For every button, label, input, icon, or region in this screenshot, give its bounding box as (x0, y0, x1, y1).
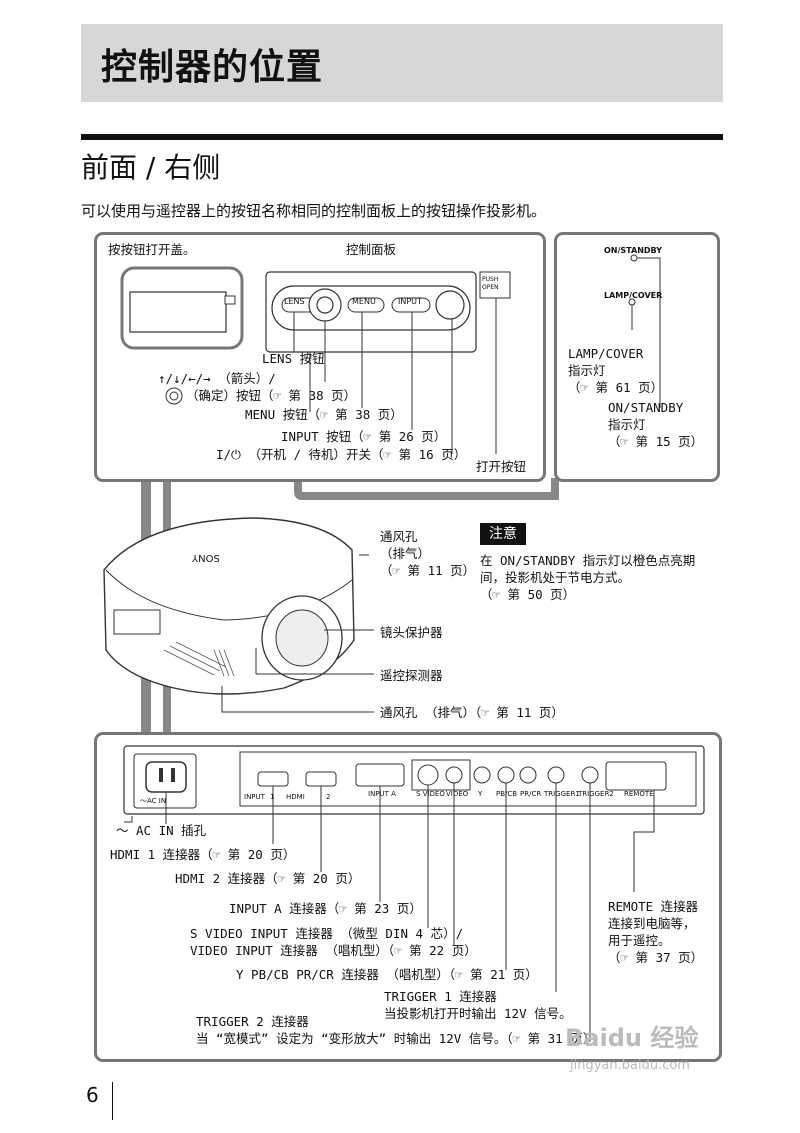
port-hdmi1: 1 (270, 793, 275, 801)
trigger2-label-2: 当 “宽模式” 设定为 “变形放大” 时输出 12V 信号。（☞ 第 31 页） (196, 1031, 596, 1046)
arrow-buttons-label: ↑/↓/←/→ （箭头）/ (158, 371, 276, 386)
standby-label-3: （☞ 第 15 页） (608, 434, 704, 449)
port-s-video: S VIDEO (416, 790, 445, 798)
page-title: 控制器的位置 (101, 47, 324, 88)
menu-key[interactable]: MENU (352, 297, 376, 306)
hdmi2-label: HDMI 2 连接器（☞ 第 20 页） (175, 871, 361, 886)
s-video-label: S VIDEO INPUT 连接器 （微型 DIN 4 芯）/ (190, 926, 464, 941)
push-open-text: 按按钮打开盖。 (108, 242, 196, 257)
port-y: Y (478, 790, 483, 798)
lamp-label-3: （☞ 第 61 页） (568, 380, 664, 395)
rear-panel-drawing (123, 745, 705, 1042)
watermark-logo: Baidu 经验 (565, 1024, 699, 1052)
port-trigger2: TRIGGER2 (578, 790, 614, 798)
lens-button-label: LENS 按钮 (262, 351, 325, 366)
note-badge: 注意 (480, 523, 526, 545)
note-line-3: （☞ 第 50 页） (480, 587, 576, 602)
vent-label-1: 通风孔 (380, 529, 418, 544)
sony-logo: SONY (192, 552, 220, 563)
port-input: INPUT (244, 793, 265, 801)
open-button-label: 打开按钮 (476, 459, 527, 474)
ypbpr-label: Y PB/CB PR/CR 连接器 （唱机型）（☞ 第 21 页） (236, 967, 538, 982)
menu-button-label: MENU 按钮（☞ 第 38 页） (245, 407, 403, 422)
power-switch-label: I/⏻ （开机 / 待机）开关（☞ 第 16 页） (216, 447, 467, 462)
on-standby-indicator-text: ON/STANDBY (604, 246, 662, 255)
projector-illustration (103, 517, 374, 713)
lens-key[interactable]: LENS (284, 297, 305, 306)
indicator-box (554, 232, 720, 482)
enter-button-label: （确定）按钮（☞ 第 38 页） (186, 388, 357, 403)
push-open-key[interactable]: PUSH OPEN (482, 276, 499, 291)
panel-title: 控制面板 (346, 242, 397, 257)
remote-label-2: 连接到电脑等， (608, 916, 696, 931)
remote-label-4: （☞ 第 37 页） (608, 950, 704, 965)
lamp-label-2: 指示灯 (568, 363, 606, 378)
port-input-a: INPUT A (368, 790, 396, 798)
indicator-drawing (628, 254, 661, 408)
section-heading: 前面 / 右侧 (81, 151, 221, 184)
input-button-label: INPUT 按钮（☞ 第 26 页） (281, 429, 447, 444)
page-number-rule (112, 1082, 113, 1120)
lamp-label-1: LAMP/COVER (568, 346, 644, 361)
note-line-2: 间，投影机处于节电方式。 (480, 570, 631, 585)
ac-in-port-text: ～AC IN (140, 797, 167, 805)
lens-protector-label: 镜头保护器 (380, 625, 443, 640)
input-a-label: INPUT A 连接器（☞ 第 23 页） (229, 901, 422, 916)
lamp-cover-indicator-text: LAMP/COVER (604, 291, 663, 300)
remote-sensor-label: 遥控探测器 (380, 668, 443, 683)
port-hdmi2: 2 (326, 793, 331, 801)
port-trigger1: TRIGGER1 (544, 790, 580, 798)
vent-label-3: （☞ 第 11 页） (380, 563, 476, 578)
port-pr: PR/CR (520, 790, 542, 798)
port-pb: PB/CB (496, 790, 518, 798)
port-remote: REMOTE (624, 790, 654, 798)
hdmi1-label: HDMI 1 连接器（☞ 第 20 页） (110, 847, 296, 862)
intro-text: 可以使用与遥控器上的按钮名称相同的控制面板上的按钮操作投影机。 (81, 202, 547, 220)
vent2-label: 通风孔 （排气）（☞ 第 11 页） (380, 705, 564, 720)
standby-label-2: 指示灯 (608, 417, 646, 432)
note-line-1: 在 ON/STANDBY 指示灯以橙色点亮期 (480, 553, 696, 568)
trigger1-label-1: TRIGGER 1 连接器 (384, 989, 497, 1004)
remote-label-1: REMOTE 连接器 (608, 899, 699, 914)
standby-label-1: ON/STANDBY (608, 400, 684, 415)
port-video: VIDEO (446, 790, 469, 798)
remote-label-3: 用于遥控。 (608, 933, 671, 948)
watermark-url: jingyan.baidu.com (570, 1058, 690, 1073)
control-panel-drawing (120, 266, 511, 454)
ac-in-label: ～ AC IN 插孔 (116, 823, 207, 838)
vent-label-2: （排气） (380, 546, 431, 561)
title-band: 控制器的位置 (81, 24, 723, 102)
section-rule (81, 134, 723, 140)
port-hdmi-logo: HDMI (286, 793, 305, 801)
trigger1-label-2: 当投影机打开时输出 12V 信号。 (384, 1006, 572, 1021)
page-number: 6 (86, 1083, 99, 1107)
input-key[interactable]: INPUT (398, 297, 422, 306)
trigger2-label-1: TRIGGER 2 连接器 (196, 1014, 309, 1029)
video-label: VIDEO INPUT 连接器 （唱机型）（☞ 第 22 页） (190, 943, 477, 958)
